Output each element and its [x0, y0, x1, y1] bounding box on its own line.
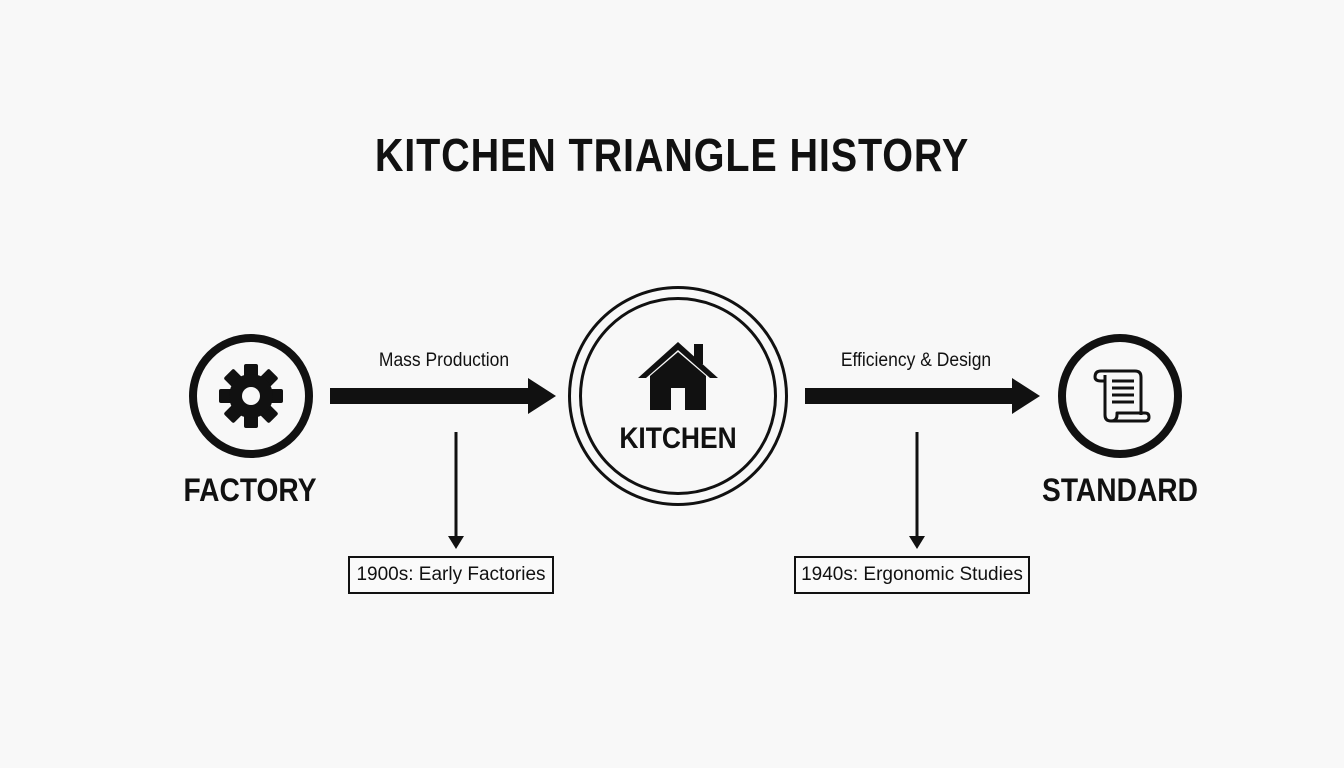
- standard-label: STANDARD: [1042, 472, 1198, 508]
- event-arrow-1940s: [909, 432, 925, 549]
- standard-node: [1058, 334, 1182, 458]
- house-icon: [638, 342, 718, 410]
- event-box-1900s: 1900s: Early Factories: [348, 556, 554, 594]
- scroll-document-icon: [1093, 369, 1151, 423]
- factory-label: FACTORY: [183, 472, 317, 508]
- flow-arrow-mass-production: [330, 378, 556, 414]
- event-arrow-1900s: [448, 432, 464, 549]
- flow-label-mass-production: Mass Production: [378, 350, 510, 371]
- flow-arrow-efficiency-design: [805, 378, 1040, 414]
- factory-node: [189, 334, 313, 458]
- gear-icon: [219, 364, 283, 428]
- diagram-title: KITCHEN TRIANGLE HISTORY: [374, 129, 970, 181]
- event-box-1940s: 1940s: Ergonomic Studies: [794, 556, 1030, 594]
- flow-label-efficiency-design: Efficiency & Design: [840, 350, 992, 371]
- kitchen-node-outer-ring: [568, 286, 788, 506]
- kitchen-label: KITCHEN: [619, 422, 737, 455]
- event-label-1940s: 1940s: Ergonomic Studies: [801, 564, 1023, 585]
- event-label-1900s: 1900s: Early Factories: [356, 564, 546, 585]
- kitchen-node: [579, 297, 777, 495]
